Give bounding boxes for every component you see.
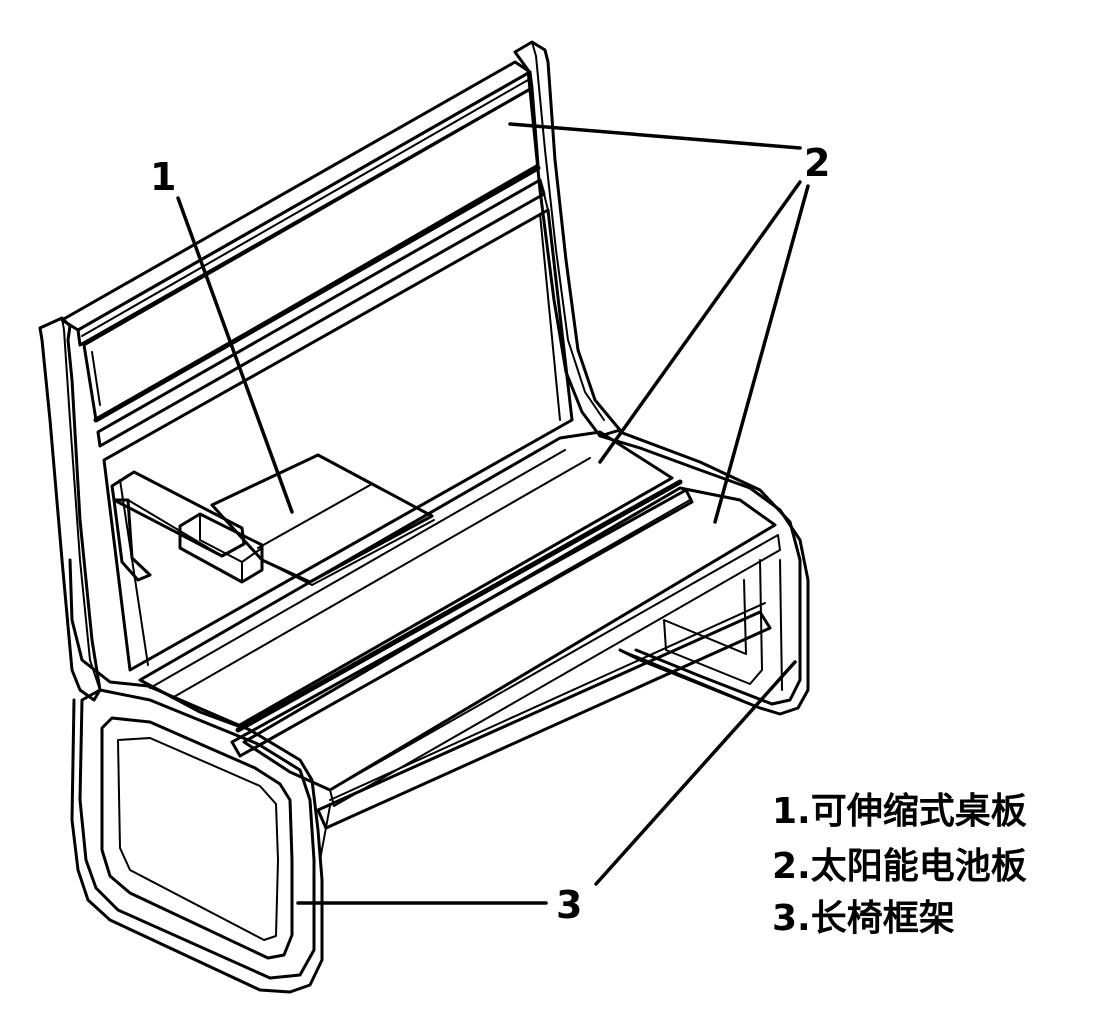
leader-line-2-a: [508, 122, 802, 150]
backrest: [60, 60, 574, 672]
callout-2: 2: [804, 141, 830, 185]
callout-3: 3: [556, 883, 582, 927]
callout-numbers: 1 2 3: [150, 141, 830, 927]
leader-line-2-b: [598, 180, 802, 464]
leader-line-3-b: [594, 660, 797, 886]
callout-1: 1: [150, 155, 176, 199]
leader-line-2-c: [713, 184, 810, 524]
legend: 1.可伸缩式桌板 2.太阳能电池板 3.长椅框架: [772, 791, 1027, 939]
legend-item-1: 1.可伸缩式桌板: [772, 791, 1027, 832]
legend-item-3: 3.长椅框架: [772, 898, 955, 939]
leader-lines: [176, 122, 810, 905]
leader-line-1: [176, 196, 294, 514]
seat: [138, 430, 781, 861]
retractable-desk: [110, 453, 435, 586]
bench-frame: [38, 40, 810, 994]
legend-item-2: 2.太阳能电池板: [772, 846, 1027, 887]
